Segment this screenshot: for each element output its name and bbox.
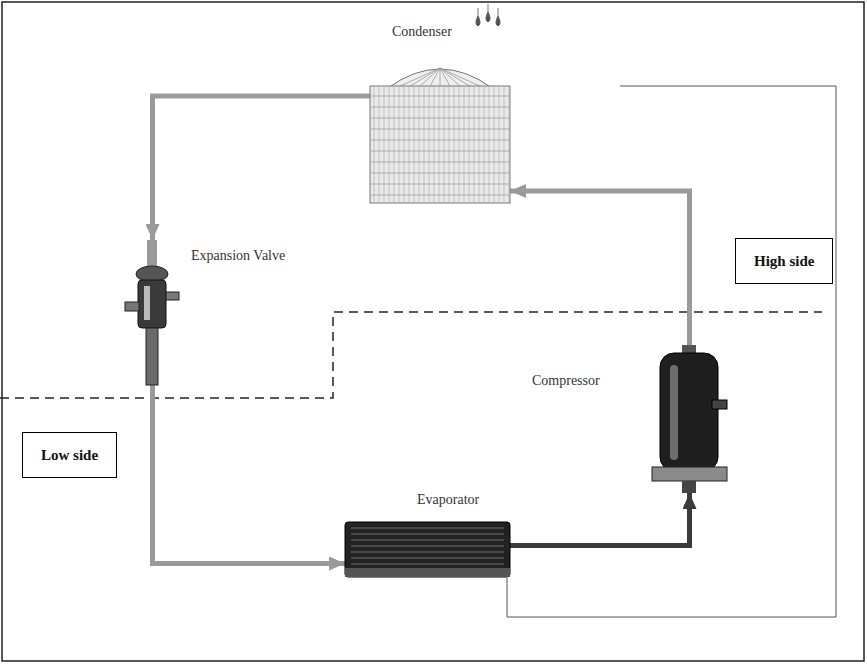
part-label: Condenser bbox=[392, 24, 452, 39]
condenser-coil bbox=[370, 86, 510, 203]
side-label: High side bbox=[754, 252, 814, 270]
valve-body bbox=[138, 280, 166, 328]
evaporator-part: Evaporator bbox=[345, 522, 510, 577]
compressor-shell bbox=[660, 353, 718, 471]
condenser-illustration bbox=[370, 58, 510, 203]
compressor-part: Compressor bbox=[652, 345, 727, 493]
part-label: Expansion Valve bbox=[191, 248, 285, 263]
valve-part: Expansion Valve bbox=[125, 240, 180, 385]
refrigerant-pipe bbox=[510, 493, 690, 546]
side-box: High side bbox=[735, 238, 833, 284]
refrigerant-pipe bbox=[510, 191, 690, 345]
part-label: Compressor bbox=[532, 373, 600, 388]
evaporator-illustration bbox=[345, 522, 510, 577]
valve-illustration bbox=[125, 240, 180, 385]
compressor-illustration bbox=[652, 345, 727, 493]
refrigerant-pipe bbox=[153, 96, 371, 240]
part-label: Evaporator bbox=[417, 492, 479, 507]
side-label: Low side bbox=[41, 446, 98, 464]
water-drip bbox=[496, 16, 500, 26]
evaporator-coil bbox=[345, 522, 510, 577]
thin-wire bbox=[507, 86, 836, 617]
water-drip bbox=[486, 12, 490, 22]
condenser-part: Condenser bbox=[370, 58, 510, 203]
water-drip bbox=[476, 16, 480, 26]
refrigerant-pipe bbox=[153, 385, 346, 564]
side-box: Low side bbox=[22, 432, 117, 478]
base-plate bbox=[652, 467, 727, 481]
fan-guard bbox=[388, 69, 492, 88]
